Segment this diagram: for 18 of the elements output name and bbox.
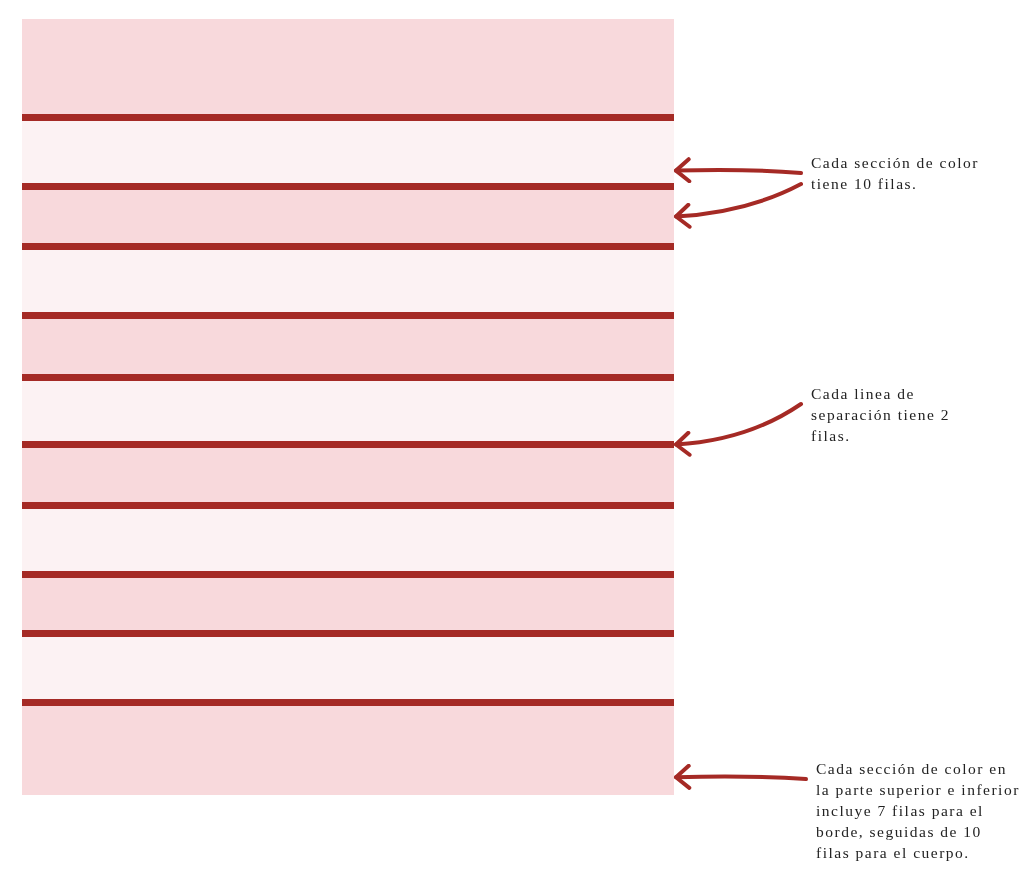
color-band xyxy=(22,319,674,374)
note-text: Cada sección de color en la parte superior e inferior incluye 7 filas para el borde, seguidas de 10 filas para el cuerpo. xyxy=(816,758,1021,863)
color-band xyxy=(22,448,674,502)
leader-arrow xyxy=(674,763,808,790)
color-band xyxy=(22,250,674,312)
color-band xyxy=(22,578,674,630)
color-band xyxy=(22,190,674,243)
color-band xyxy=(22,509,674,571)
color-band xyxy=(22,706,674,795)
note-text: Cada linea de separación tiene 2 filas. xyxy=(811,383,991,446)
color-band xyxy=(22,19,674,114)
leader-arrow xyxy=(674,157,803,184)
color-band xyxy=(22,121,674,183)
color-band xyxy=(22,381,674,441)
leader-arrow xyxy=(674,402,803,457)
note-text: Cada sección de color tiene 10 filas. xyxy=(811,152,981,194)
leader-arrow xyxy=(674,182,803,229)
color-band xyxy=(22,637,674,699)
